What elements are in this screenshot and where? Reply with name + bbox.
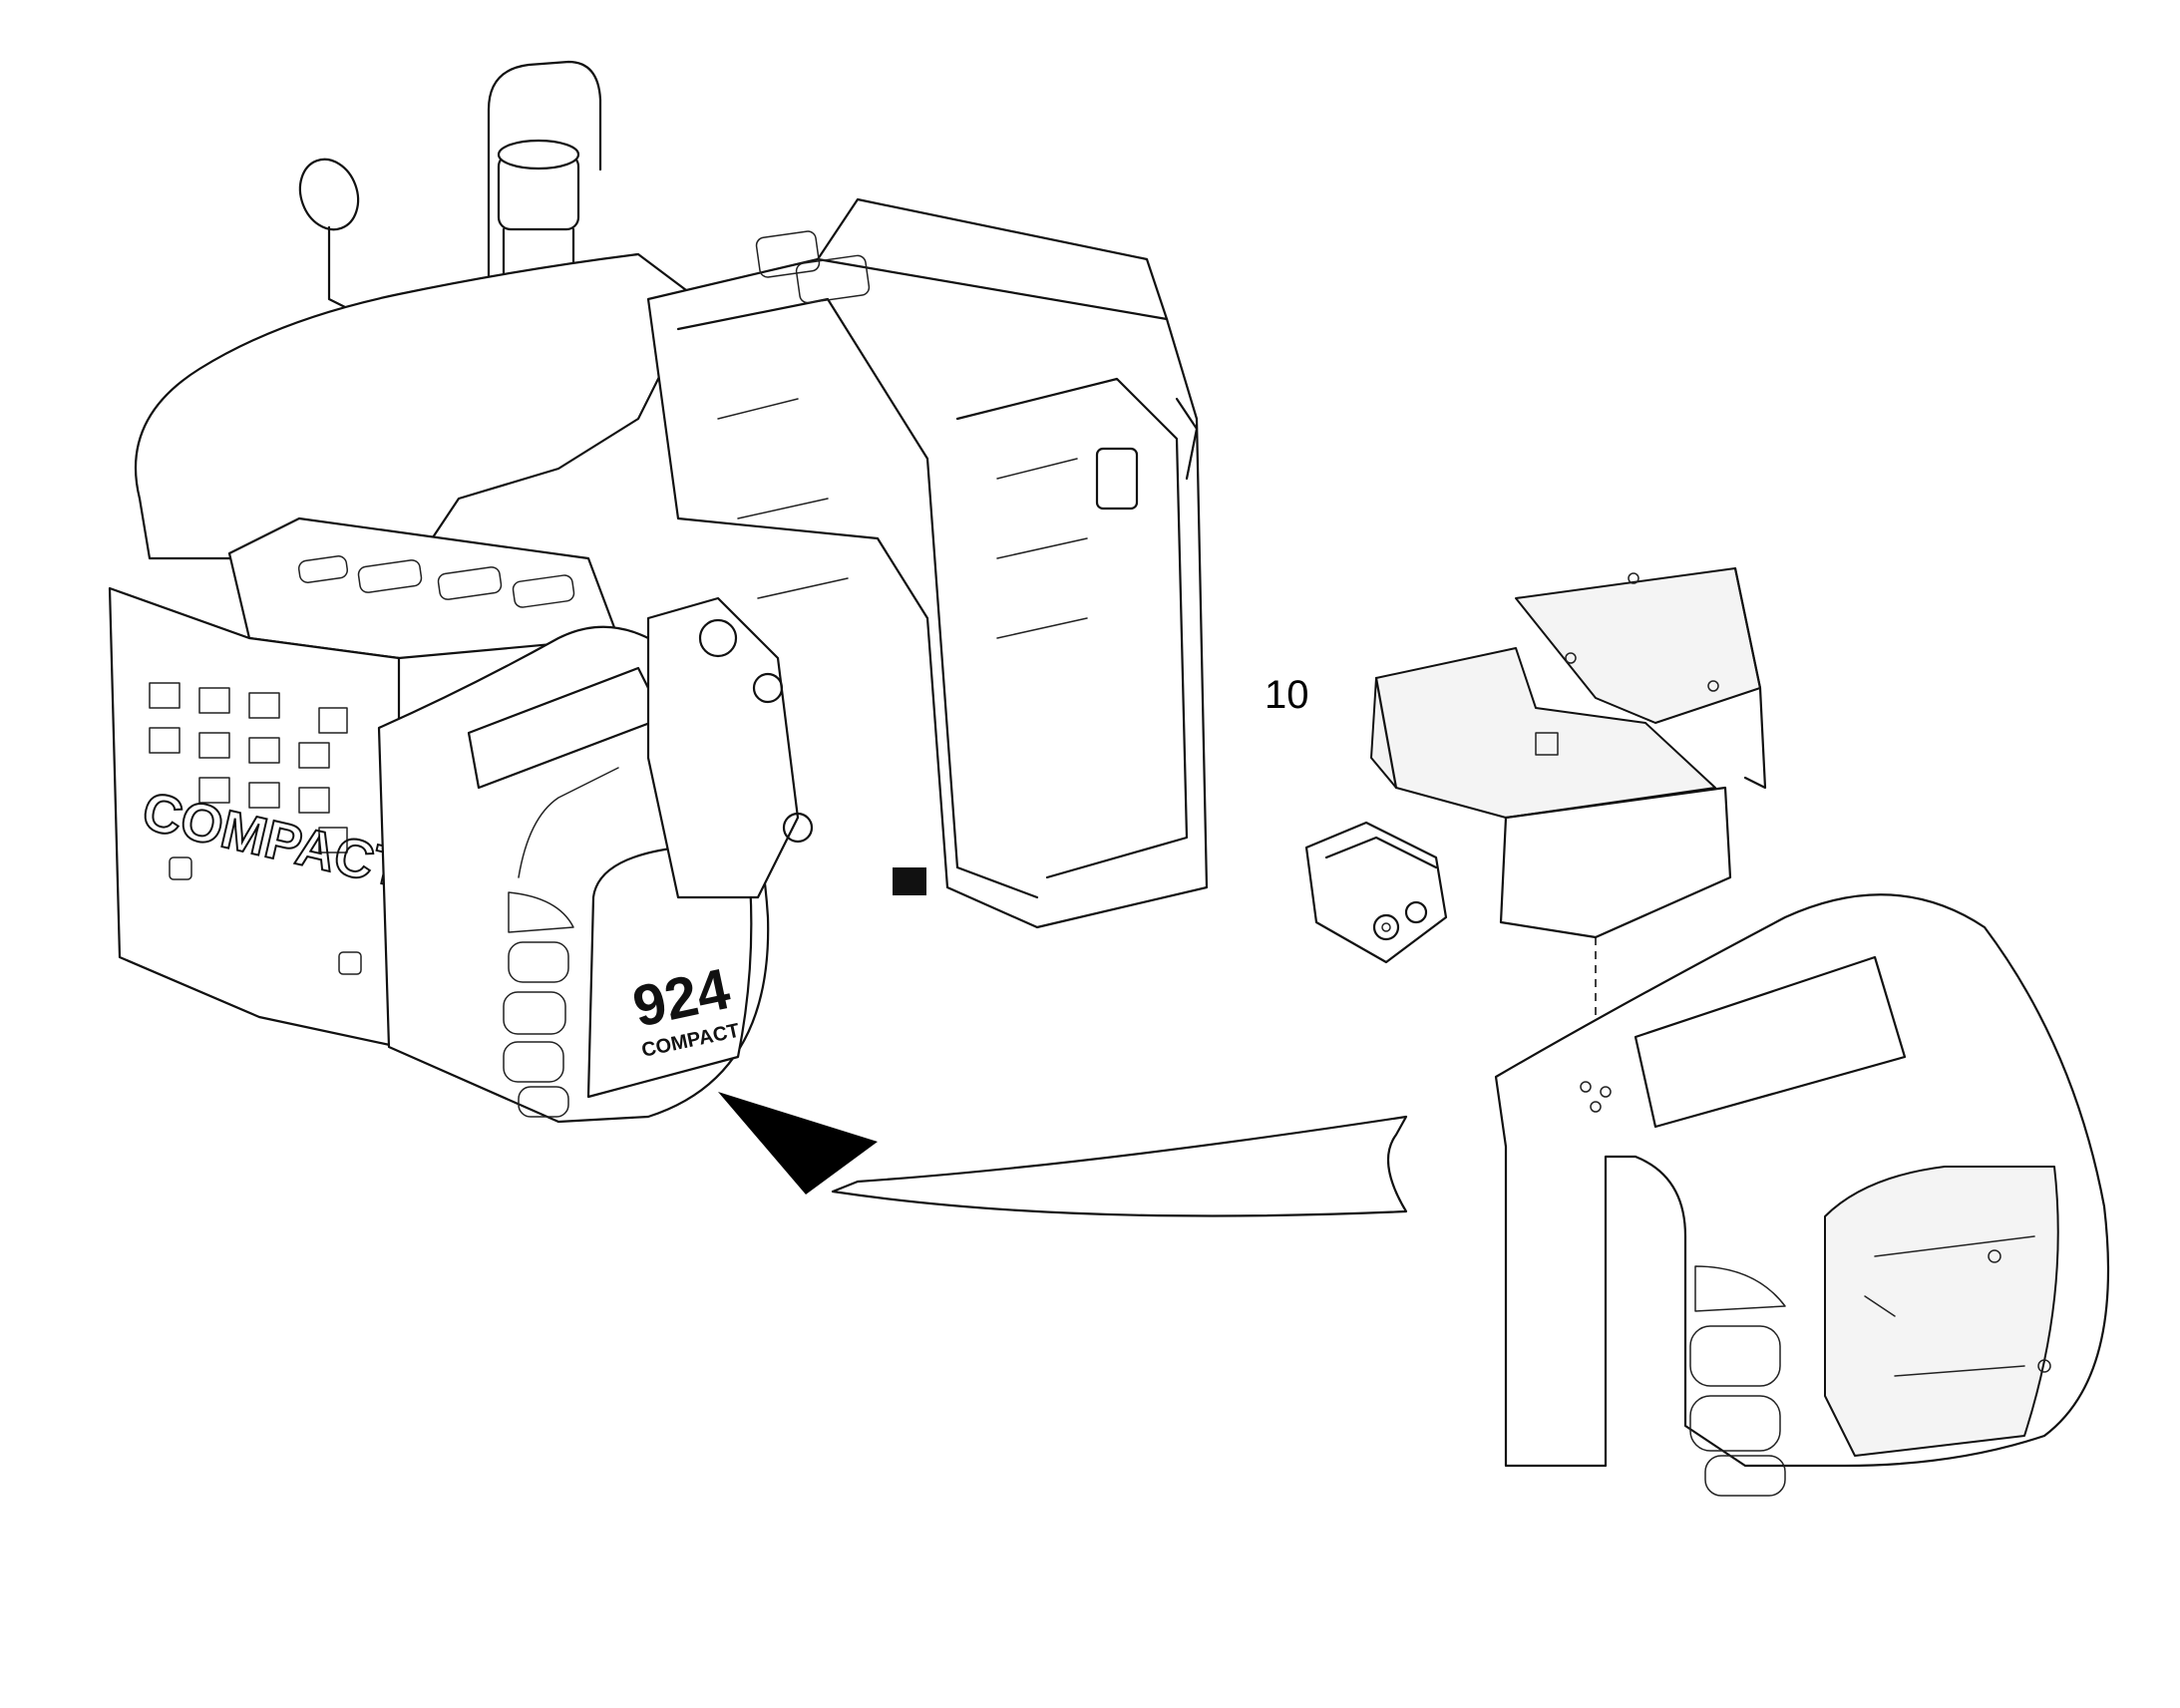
boom-swing-bracket bbox=[646, 596, 814, 899]
removed-corner-hood bbox=[1494, 893, 2110, 1497]
upper-deck-outline bbox=[134, 252, 700, 560]
rear-mirror bbox=[298, 158, 381, 321]
cab-step-plate bbox=[893, 867, 926, 895]
top-cover-plate bbox=[1515, 567, 1761, 724]
assembly-arrow bbox=[718, 1092, 1408, 1217]
mounting-bracket bbox=[1304, 821, 1448, 964]
operator-cab bbox=[646, 197, 1209, 929]
side-panel: COMPACT bbox=[108, 586, 413, 1049]
arrow-head bbox=[718, 1092, 878, 1195]
exploded-cover-assembly: 10 bbox=[1265, 566, 2110, 1497]
excavator-upper-structure: COMPACT 924 COMPACT bbox=[108, 60, 1209, 1124]
callout-10: 10 bbox=[1265, 673, 1309, 717]
beacon-and-handrail bbox=[487, 60, 602, 321]
